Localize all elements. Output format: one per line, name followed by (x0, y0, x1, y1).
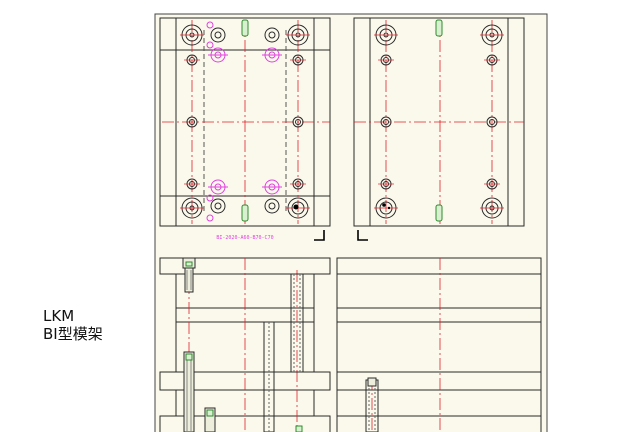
caption: LKM BI型模架 (43, 307, 143, 343)
caption-model: BI型模架 (43, 325, 103, 343)
caption-brand: LKM (43, 307, 75, 325)
drawing-sheet (154, 13, 548, 432)
return-pin-icon (206, 21, 282, 222)
plan-centerlines (162, 20, 524, 224)
dowel-pin-icon (241, 19, 443, 222)
sprue-mark (293, 203, 391, 210)
section-view-right (336, 257, 542, 432)
part-label: BI-2020-A60-B70-C70 (216, 235, 273, 241)
screw-icon (182, 257, 377, 432)
corner-mark-icon (314, 230, 368, 241)
section-dowel-icon (185, 261, 303, 432)
